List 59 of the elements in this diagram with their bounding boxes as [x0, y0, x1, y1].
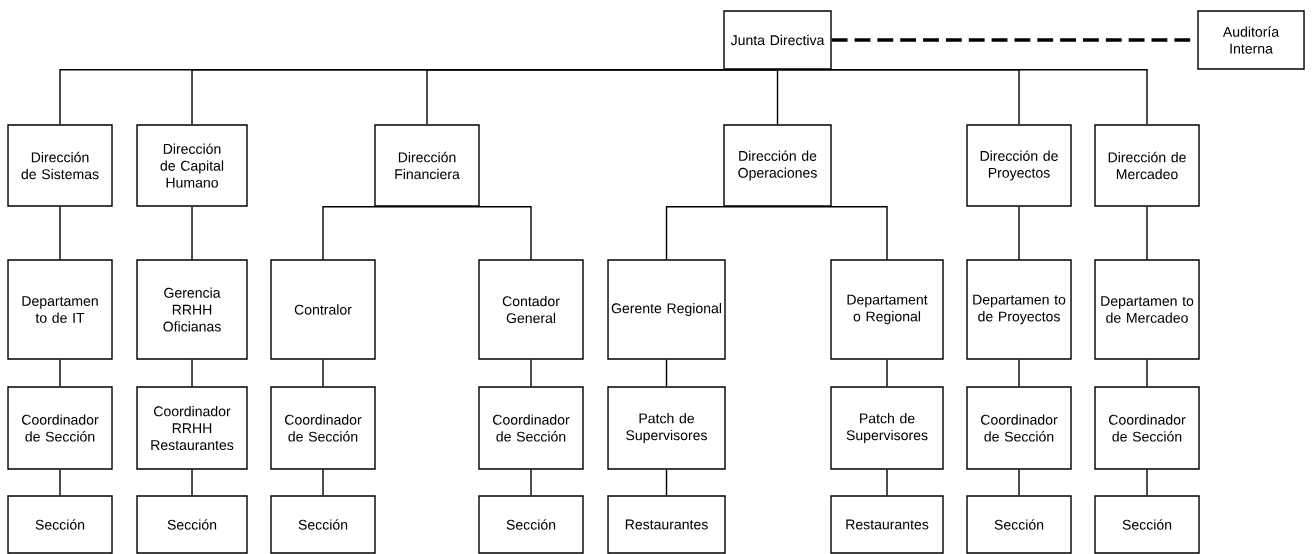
org-box: Patch de Supervisores: [830, 386, 944, 470]
connector-line: [1146, 206, 1148, 260]
org-box: Coordinador de Sección: [1094, 386, 1200, 470]
org-box: Sección: [966, 495, 1072, 554]
connector-line: [322, 359, 324, 387]
org-box: Coordinador de Sección: [7, 386, 113, 470]
connector-line: [322, 206, 428, 260]
connector-line: [665, 359, 668, 387]
org-box: Departament o Regional: [830, 259, 944, 360]
org-box: Contralor: [270, 259, 376, 360]
connector-line: [1146, 359, 1148, 387]
org-box: Coordinador de Sección: [270, 386, 376, 470]
connector-line: [191, 469, 193, 496]
connector-line: [530, 359, 532, 387]
connector-line: [886, 469, 888, 496]
org-box: Sección: [7, 495, 113, 554]
org-box: Coordinador de Sección: [966, 386, 1072, 470]
connector-line: [665, 469, 668, 496]
connector-line: [886, 359, 888, 387]
connector-line: [776, 206, 888, 260]
org-box: Sección: [136, 495, 248, 554]
connector-line: [191, 359, 193, 387]
connector-line: [776, 69, 1148, 125]
org-box: Dirección de Proyectos: [966, 124, 1072, 207]
org-box: Sección: [1094, 495, 1200, 554]
org-box: Coordinador RRHH Restaurantes: [136, 386, 248, 470]
org-box: Restaurantes: [830, 495, 944, 554]
org-box: Gerencia RRHH Oficianas: [136, 259, 248, 360]
connector-line: [1018, 469, 1020, 496]
org-box: Auditoría Interna: [1197, 10, 1305, 70]
org-box: Coordinador de Sección: [478, 386, 584, 470]
org-box: Dirección de Mercadeo: [1094, 124, 1200, 207]
org-box: Departamen to de IT: [7, 259, 113, 360]
org-box: Departamen to de Proyectos: [966, 259, 1072, 360]
org-box: Departamen to de Mercadeo: [1094, 259, 1200, 360]
org-box: Patch de Supervisores: [607, 386, 726, 470]
connector-line: [1018, 359, 1020, 387]
connector-line: [59, 359, 61, 387]
org-box: Dirección de Operaciones: [723, 124, 832, 207]
connector-line: [530, 469, 532, 496]
connector-line: [191, 206, 193, 260]
org-box: Gerente Regional: [607, 259, 726, 360]
connector-line: [665, 206, 779, 260]
connector-line: [776, 69, 779, 125]
connector-line: [322, 469, 324, 496]
org-box: Contador General: [478, 259, 584, 360]
connector-line: [1146, 469, 1148, 496]
org-box: Sección: [270, 495, 376, 554]
org-box: Junta Directiva: [723, 10, 832, 70]
connector-line: [59, 469, 61, 496]
connector-line: [426, 206, 532, 260]
org-box: Restaurantes: [607, 495, 726, 554]
connector-line: [59, 206, 61, 260]
org-box: Sección: [478, 495, 584, 554]
connector-line: [426, 69, 779, 125]
org-box: Dirección de Capital Humano: [136, 124, 248, 207]
org-box: Dirección de Sistemas: [7, 124, 113, 207]
connector-line: [1018, 206, 1020, 260]
org-box: Dirección Financiera: [374, 124, 480, 207]
